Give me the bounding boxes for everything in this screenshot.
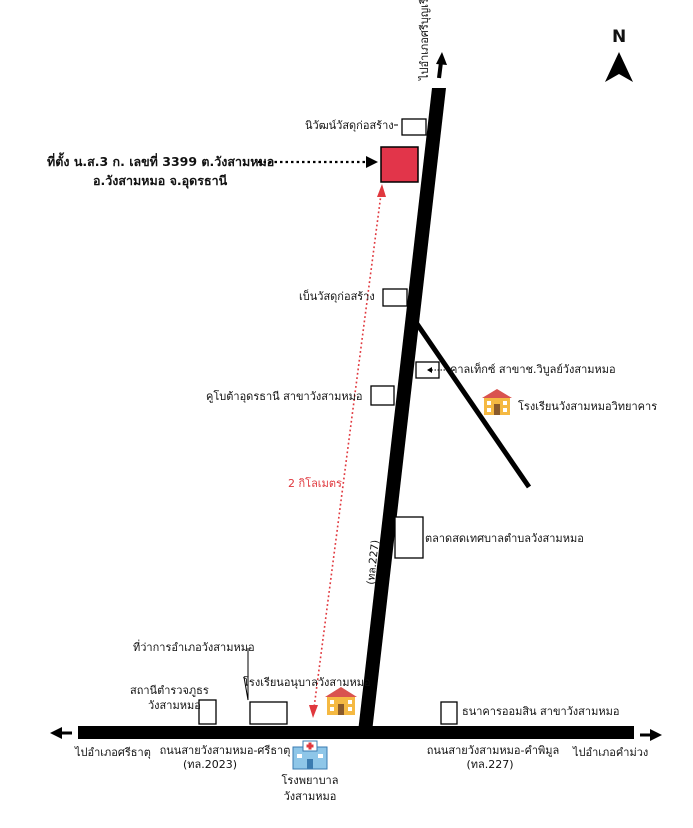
police-label-line2: วังสามหมอ [148, 699, 201, 712]
target-location-marker [380, 146, 419, 183]
branch-road [410, 316, 532, 489]
main-road-code-label: (ทล.227) [365, 539, 382, 585]
benz-building [382, 288, 408, 307]
location-pointer-arrow [258, 156, 378, 168]
to-si-bun-ruang-label: ไปอำเภอศรีบุญเรือง [418, 0, 431, 81]
niwat-building [401, 118, 427, 136]
west-road-arrow [50, 727, 72, 739]
to-sri-that-label: ไปอำเภอศรีธาตุ [75, 746, 151, 759]
to-kham-muang-label: ไปอำเภอคำม่วง [573, 746, 649, 759]
hospital-icon [292, 740, 328, 770]
gsb-label: ธนาคารออมสิน สาขาวังสามหมอ [462, 705, 620, 718]
school-wang-label: โรงเรียนวังสามหมอวิทยาคาร [518, 400, 658, 413]
hospital-label-line1: โรงพยาบาล [281, 774, 339, 787]
caltex-label: คาลเท็กซ์ สาขาช.วิบูลย์วังสามหมอ [450, 363, 616, 376]
caltex-pointer [427, 367, 445, 373]
kubota-building [370, 385, 395, 406]
kindergarten-icon [325, 687, 357, 715]
east-road-code: (ทล.227) [466, 758, 514, 771]
market-label: ตลาดสดเทศบาลตำบลวังสามหมอ [425, 532, 584, 545]
location-label-line1: ที่ตั้ง น.ส.3 ก. เลขที่ 3399 ต.วังสามหมอ [47, 154, 275, 169]
district-office-building [249, 701, 288, 725]
compass-arrow-icon [605, 52, 633, 82]
school-icon [482, 389, 512, 415]
horizontal-road [78, 726, 634, 739]
police-building [198, 699, 217, 725]
north-road-arrow [436, 52, 447, 79]
east-road-name: ถนนสายวังสามหมอ-คำพิมูล [426, 744, 560, 757]
east-road-arrow [640, 729, 662, 741]
main-road-tl227 [358, 88, 446, 732]
benz-label: เบ็นวัสดุก่อสร้าง [299, 290, 375, 303]
district-office-label: ที่ว่าการอำเภอวังสามหมอ [133, 641, 255, 654]
location-label-line2: อ.วังสามหมอ จ.อุดรธานี [93, 173, 228, 188]
niwat-label: นิวัฒน์วัสดุก่อสร้าง [305, 119, 394, 132]
kindergarten-label: โรงเรียนอนุบาลวังสามหมอ [243, 676, 371, 689]
west-road-name: ถนนสายวังสามหมอ-ศรีธาตุ [159, 744, 291, 757]
kindergarten-leader [243, 676, 249, 701]
police-label-line1: สถานีตำรวจภูธร [130, 684, 209, 697]
gsb-building [440, 701, 458, 725]
hospital-label-line2: วังสามหมอ [283, 790, 337, 803]
distance-line [309, 184, 386, 718]
distance-label: 2 กิโลเมตร [288, 476, 342, 490]
compass-north-letter: N [612, 27, 627, 47]
west-road-code: (ทล.2023) [182, 758, 238, 771]
market-building [394, 516, 424, 559]
kubota-label: คูโบต้าอุดรธานี สาขาวังสามหมอ [206, 390, 363, 403]
